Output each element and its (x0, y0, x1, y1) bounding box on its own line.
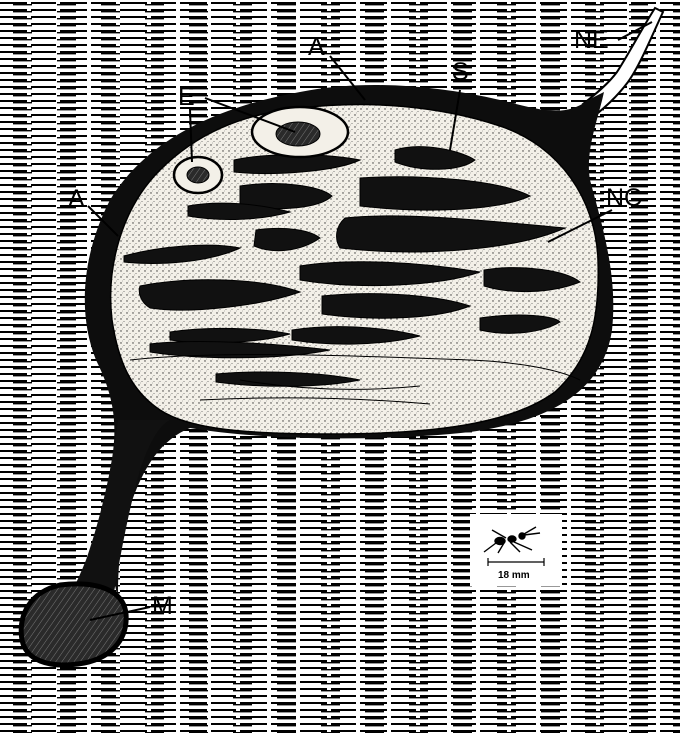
scale-bar-label: 18 mm (498, 570, 530, 581)
scale-inset: 18 mm (470, 514, 562, 586)
egg-chamber-large (252, 107, 348, 157)
label-s: S (452, 58, 469, 86)
label-m: M (152, 592, 173, 620)
egg-chamber-small (174, 157, 222, 193)
label-e: E (178, 83, 195, 111)
label-nc: NC (606, 184, 642, 212)
label-a-top: A (308, 33, 325, 61)
label-ne: NE (574, 26, 609, 54)
label-a-left: A (68, 185, 85, 213)
refuse-chamber (21, 584, 126, 665)
